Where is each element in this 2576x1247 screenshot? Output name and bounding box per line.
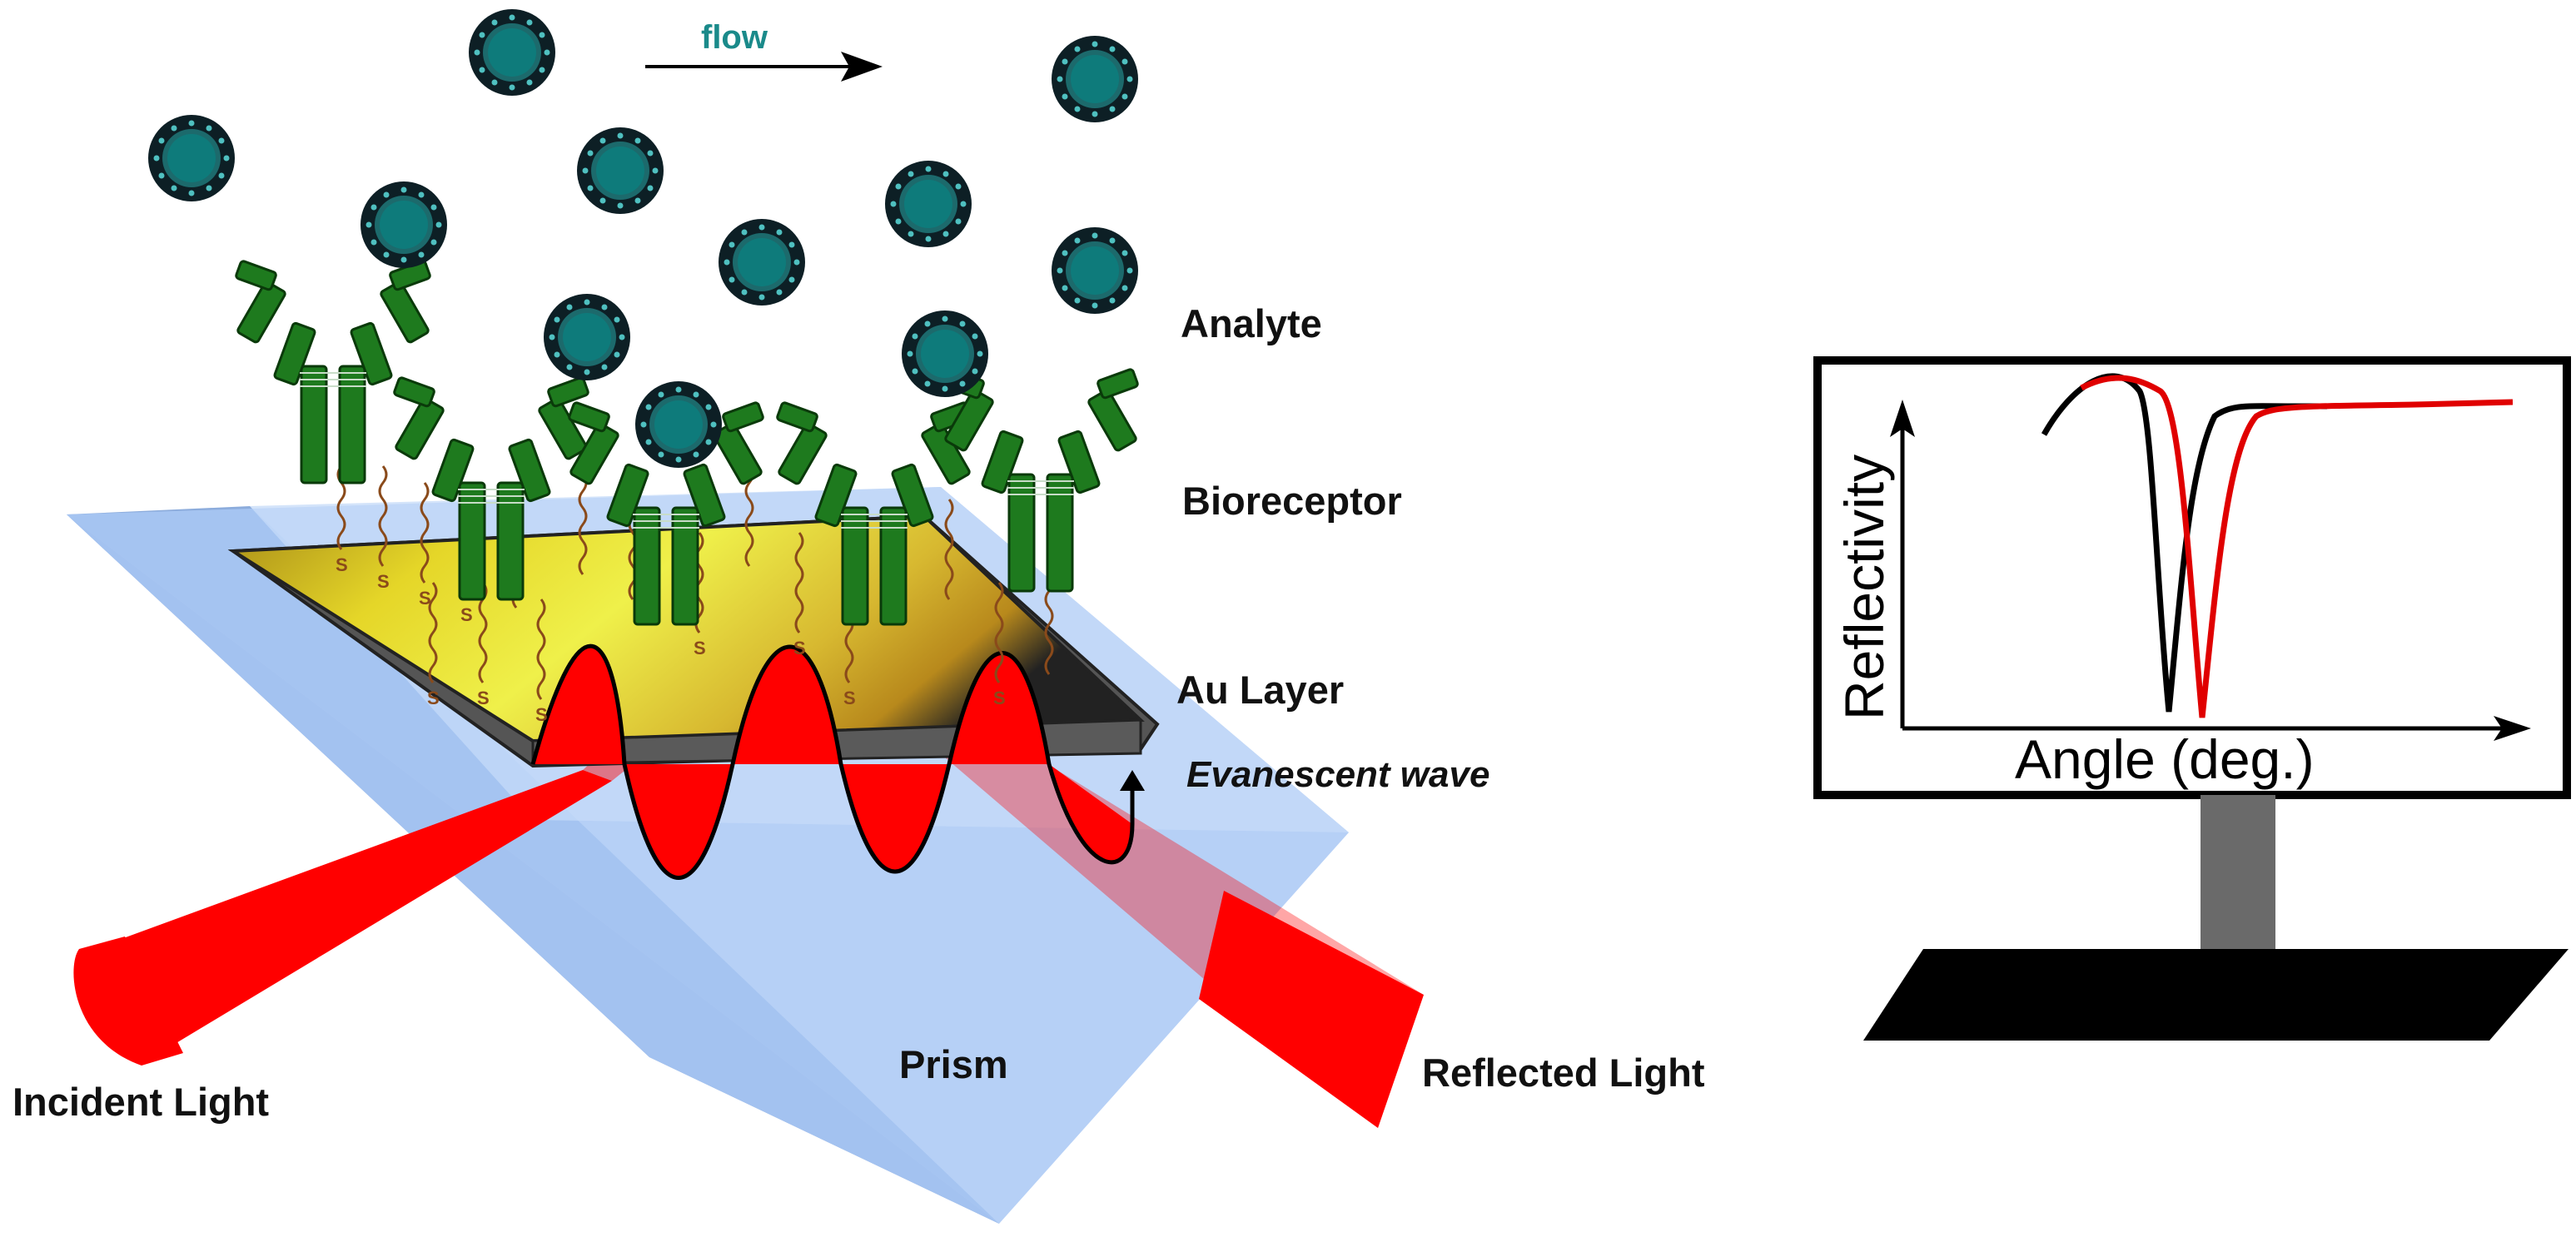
analyte-label: Analyte <box>1181 301 1322 345</box>
prism-label: Prism <box>899 1042 1008 1086</box>
x-axis-label: Angle (deg.) <box>2015 728 2315 790</box>
thiol-s: S <box>336 554 348 575</box>
thiol-s: S <box>694 638 706 658</box>
bioreceptor-label: Bioreceptor <box>1182 479 1402 523</box>
thiol-s: S <box>427 688 440 708</box>
thiol-s: S <box>535 704 548 725</box>
thiol-s: S <box>843 688 856 708</box>
evanescent-wave <box>530 643 1145 880</box>
plot-axes <box>1890 400 2531 741</box>
analyte-particle-icon <box>361 181 447 268</box>
thiol-s: S <box>993 688 1006 708</box>
thiol-s: S <box>419 588 431 609</box>
thiol-s: S <box>460 604 473 625</box>
analyte-particle-icon <box>1052 36 1138 122</box>
reflected-light-label: Reflected Light <box>1422 1051 1705 1095</box>
curve-after <box>2080 375 2514 718</box>
analyte-particle-icon <box>577 127 664 214</box>
reflectivity-curves <box>2041 373 2514 718</box>
reflected-light-beam <box>916 724 1424 1128</box>
flow-label: flow <box>701 19 768 56</box>
thiol-anchors: S S S S S S S S S S S <box>336 554 1006 725</box>
analyte-particle-icon <box>1052 227 1138 314</box>
evanescent-wave-label: Evanescent wave <box>1186 754 1489 795</box>
thiol-s: S <box>477 688 490 708</box>
analyte-particle-icon <box>469 9 555 96</box>
analyte-particle-icon <box>544 294 630 380</box>
analyte-particle-icon <box>148 115 235 201</box>
monitor-icon <box>1813 356 2571 1041</box>
incident-light-label: Incident Light <box>12 1080 269 1124</box>
analyte-particle-icon <box>635 381 722 468</box>
thiol-s: S <box>793 638 806 658</box>
analyte-particle-icon <box>902 311 988 397</box>
analyte-particle-icon <box>719 219 805 306</box>
analyte-particle-icon <box>885 161 972 247</box>
thiol-s: S <box>377 571 390 592</box>
flow-arrow-icon <box>645 52 883 82</box>
au-layer-label: Au Layer <box>1176 668 1344 712</box>
y-axis-label: Reflectivity <box>1833 455 1895 720</box>
